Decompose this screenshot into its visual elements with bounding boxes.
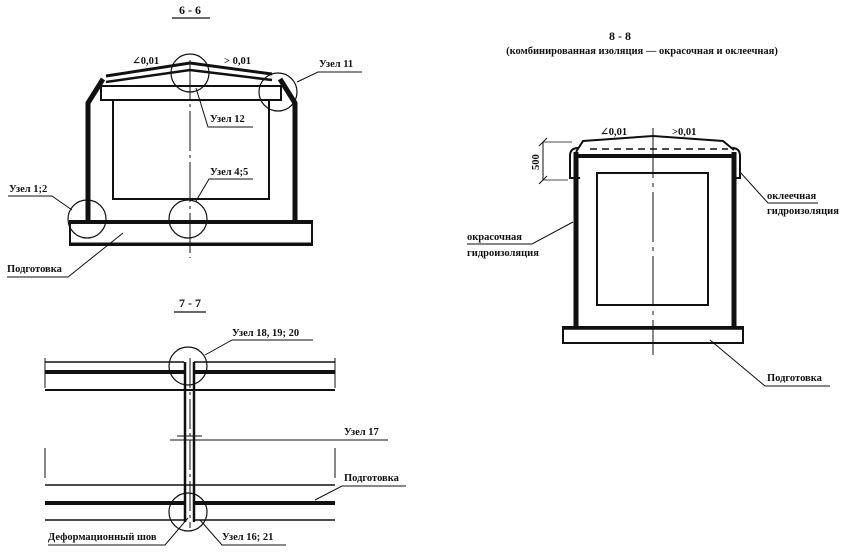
node-18-20-leader [204,339,313,356]
painted-insulation-label-2: гидроизоляция [467,248,539,259]
node-16-21-label: Узел 16; 21 [222,532,273,543]
section-6-title: 6 - 6 [179,3,201,17]
slope-right-label: >0,01 [672,127,696,138]
node-circle-4-5 [168,199,208,239]
node-11-leader [296,71,362,83]
node-1-2-leader [8,195,73,211]
base-leader-6 [7,232,124,278]
node-18-20-label: Узел 18, 19; 20 [232,328,299,339]
node-1-2-label: Узел 1;2 [9,184,47,195]
node-circle-16-21 [168,492,208,532]
joint-label: Деформационный шов [48,532,157,543]
glued-insulation-left [569,147,580,179]
slope-left-label: ∠0,01 [132,56,159,67]
left-wall [85,77,106,221]
section-8-8: 8 - 8 (комбинированная изоляция — окрасо… [467,29,839,387]
base-slab [69,220,313,246]
node-circle-18-20 [168,346,208,386]
section-7-7: 7 - 7 Узел 18, 19; 20 Узел 17 Подготовка [44,296,406,546]
node-circle-12 [170,53,210,93]
glued-insulation-right [731,147,741,179]
base-label-6: Подготовка [7,264,63,275]
node-circle-1-2 [67,199,107,239]
dimension-tick-top [538,137,548,147]
base-label-8: Подготовка [767,373,823,384]
dimension-tick-bottom [538,175,548,185]
node-11-label: Узел 11 [319,59,353,70]
slope-right-label: > 0,01 [224,56,251,67]
joint-leader [48,517,189,546]
section-7-title: 7 - 7 [179,296,201,310]
section-8-subtitle: (комбинированная изоляция — окрасочная и… [506,46,778,57]
inner-chamber [112,99,270,200]
dimension-500-label: 500 [531,154,542,170]
roof-slab [100,85,282,101]
node-4-5-label: Узел 4;5 [210,167,248,178]
node-4-5-leader [195,178,253,202]
painted-insulation-label-1: окрасочная [467,232,522,243]
node-12-leader [195,87,253,128]
section-8-title: 8 - 8 [609,29,631,43]
top-slab [45,361,335,391]
glued-insulation-label-2: гидроизоляция [767,206,839,217]
section-6-6: 6 - 6 ∠0,01 > 0,01 Узел 11 Узел 12 Узел … [7,3,362,278]
slope-left-label: ∠0,01 [600,127,627,138]
glued-insulation-leader [739,171,818,204]
base-leader-8 [709,339,830,387]
base-label-7: Подготовка [344,473,400,484]
node-circle-11 [258,72,298,112]
glued-insulation-label-1: оклеечная [767,191,816,202]
base-leader-7 [314,485,406,501]
node-16-21-leader [199,519,286,546]
right-wall [277,77,298,221]
node-12-label: Узел 12 [210,114,245,125]
painted-insulation-leader [467,221,574,245]
node-17-label: Узел 17 [344,427,379,438]
